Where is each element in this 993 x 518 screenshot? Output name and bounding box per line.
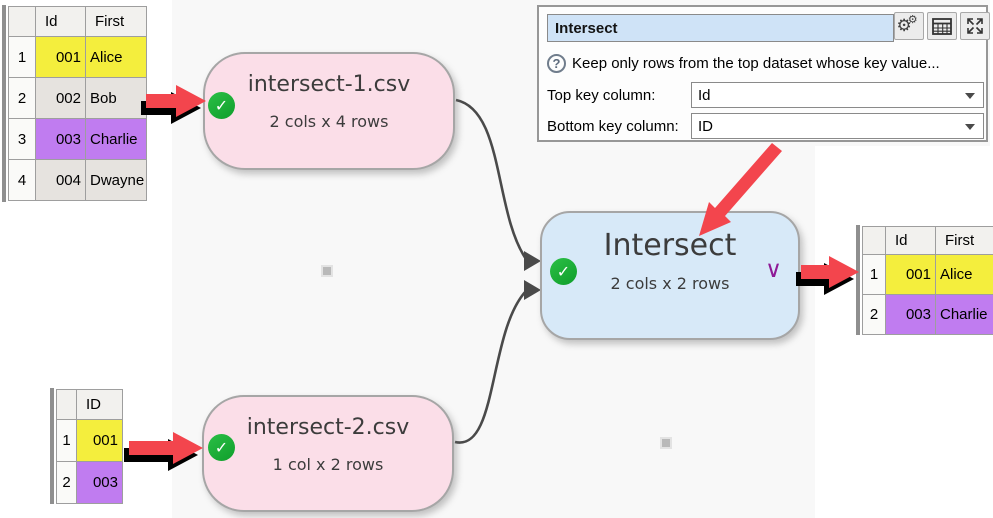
chevron-down-icon[interactable]: ∨ xyxy=(765,257,782,283)
column-header: ID xyxy=(77,390,123,420)
canvas-grid-dot xyxy=(323,267,331,275)
table-header-row: ID xyxy=(57,390,123,420)
table-cell: 001 xyxy=(886,255,936,295)
node-dimensions: 2 cols x 4 rows xyxy=(269,112,389,131)
node-dimensions: 2 cols x 2 rows xyxy=(610,274,730,293)
corner-cell xyxy=(9,7,36,37)
transform-name-input[interactable]: Intersect xyxy=(547,14,894,42)
canvas-grid-dot xyxy=(662,439,670,447)
properties-panel: Intersect ⚙⚙ ? Keep only rows from the t… xyxy=(537,5,990,142)
node-dimensions: 1 col x 2 rows xyxy=(272,455,384,474)
row-number: 4 xyxy=(9,160,36,201)
bottom-key-label: Bottom key column: xyxy=(547,117,679,135)
table-cell: Dwayne xyxy=(86,160,147,201)
table-cell: 001 xyxy=(77,420,123,462)
dropdown-arrow-icon xyxy=(965,124,975,130)
bottom-key-select[interactable]: ID xyxy=(691,113,984,139)
transform-description: Keep only rows from the top dataset whos… xyxy=(572,55,940,72)
node-intersect-2-csv[interactable]: ✓ intersect-2.csv 1 col x 2 rows xyxy=(202,395,454,512)
table-cell: Charlie xyxy=(86,119,147,160)
table-cell: 002 xyxy=(36,78,86,119)
node-intersect-1-csv[interactable]: ✓ intersect-1.csv 2 cols x 4 rows xyxy=(203,52,455,170)
node-intersect[interactable]: ✓ Intersect 2 cols x 2 rows ∨ xyxy=(540,211,800,340)
pane-edge xyxy=(856,225,860,335)
settings-button[interactable]: ⚙⚙ xyxy=(894,12,924,40)
row-number: 2 xyxy=(9,78,36,119)
pane-edge xyxy=(2,5,6,202)
gears-icon: ⚙⚙ xyxy=(896,12,918,36)
table-cell: 003 xyxy=(886,295,936,335)
row-number: 2 xyxy=(863,295,886,335)
top-key-value: Id xyxy=(698,86,711,104)
corner-cell xyxy=(863,227,886,255)
pane-edge xyxy=(50,388,54,504)
table-cell: 003 xyxy=(36,119,86,160)
bottom-key-value: ID xyxy=(698,117,713,135)
column-header: Id xyxy=(886,227,936,255)
table-cell: Alice xyxy=(86,37,147,78)
help-icon[interactable]: ? xyxy=(547,54,566,73)
status-ok-icon: ✓ xyxy=(208,92,235,119)
table-cell: 003 xyxy=(77,462,123,504)
table-cell: Bob xyxy=(86,78,147,119)
show-table-button[interactable] xyxy=(927,12,957,40)
column-header: Id xyxy=(36,7,86,37)
table-cell: Alice xyxy=(936,255,993,295)
status-ok-icon: ✓ xyxy=(550,258,577,285)
row-number: 2 xyxy=(57,462,77,504)
row-number: 1 xyxy=(863,255,886,295)
column-header: First xyxy=(936,227,993,255)
table-icon xyxy=(932,17,952,35)
row-number: 1 xyxy=(9,37,36,78)
corner-cell xyxy=(57,390,77,420)
table-cell: 004 xyxy=(36,160,86,201)
top-key-select[interactable]: Id xyxy=(691,82,984,108)
row-number: 1 xyxy=(57,420,77,462)
node-title: intersect-2.csv xyxy=(246,415,410,440)
expand-icon xyxy=(967,18,983,34)
node-title: Intersect xyxy=(603,228,737,263)
table-cell: 001 xyxy=(36,37,86,78)
top-key-label: Top key column: xyxy=(547,86,656,104)
column-header: First xyxy=(86,7,147,37)
dropdown-arrow-icon xyxy=(965,93,975,99)
node-title: intersect-1.csv xyxy=(247,72,411,97)
fullscreen-button[interactable] xyxy=(960,12,990,40)
status-ok-icon: ✓ xyxy=(208,434,235,461)
row-number: 3 xyxy=(9,119,36,160)
table-cell: Charlie xyxy=(936,295,993,335)
